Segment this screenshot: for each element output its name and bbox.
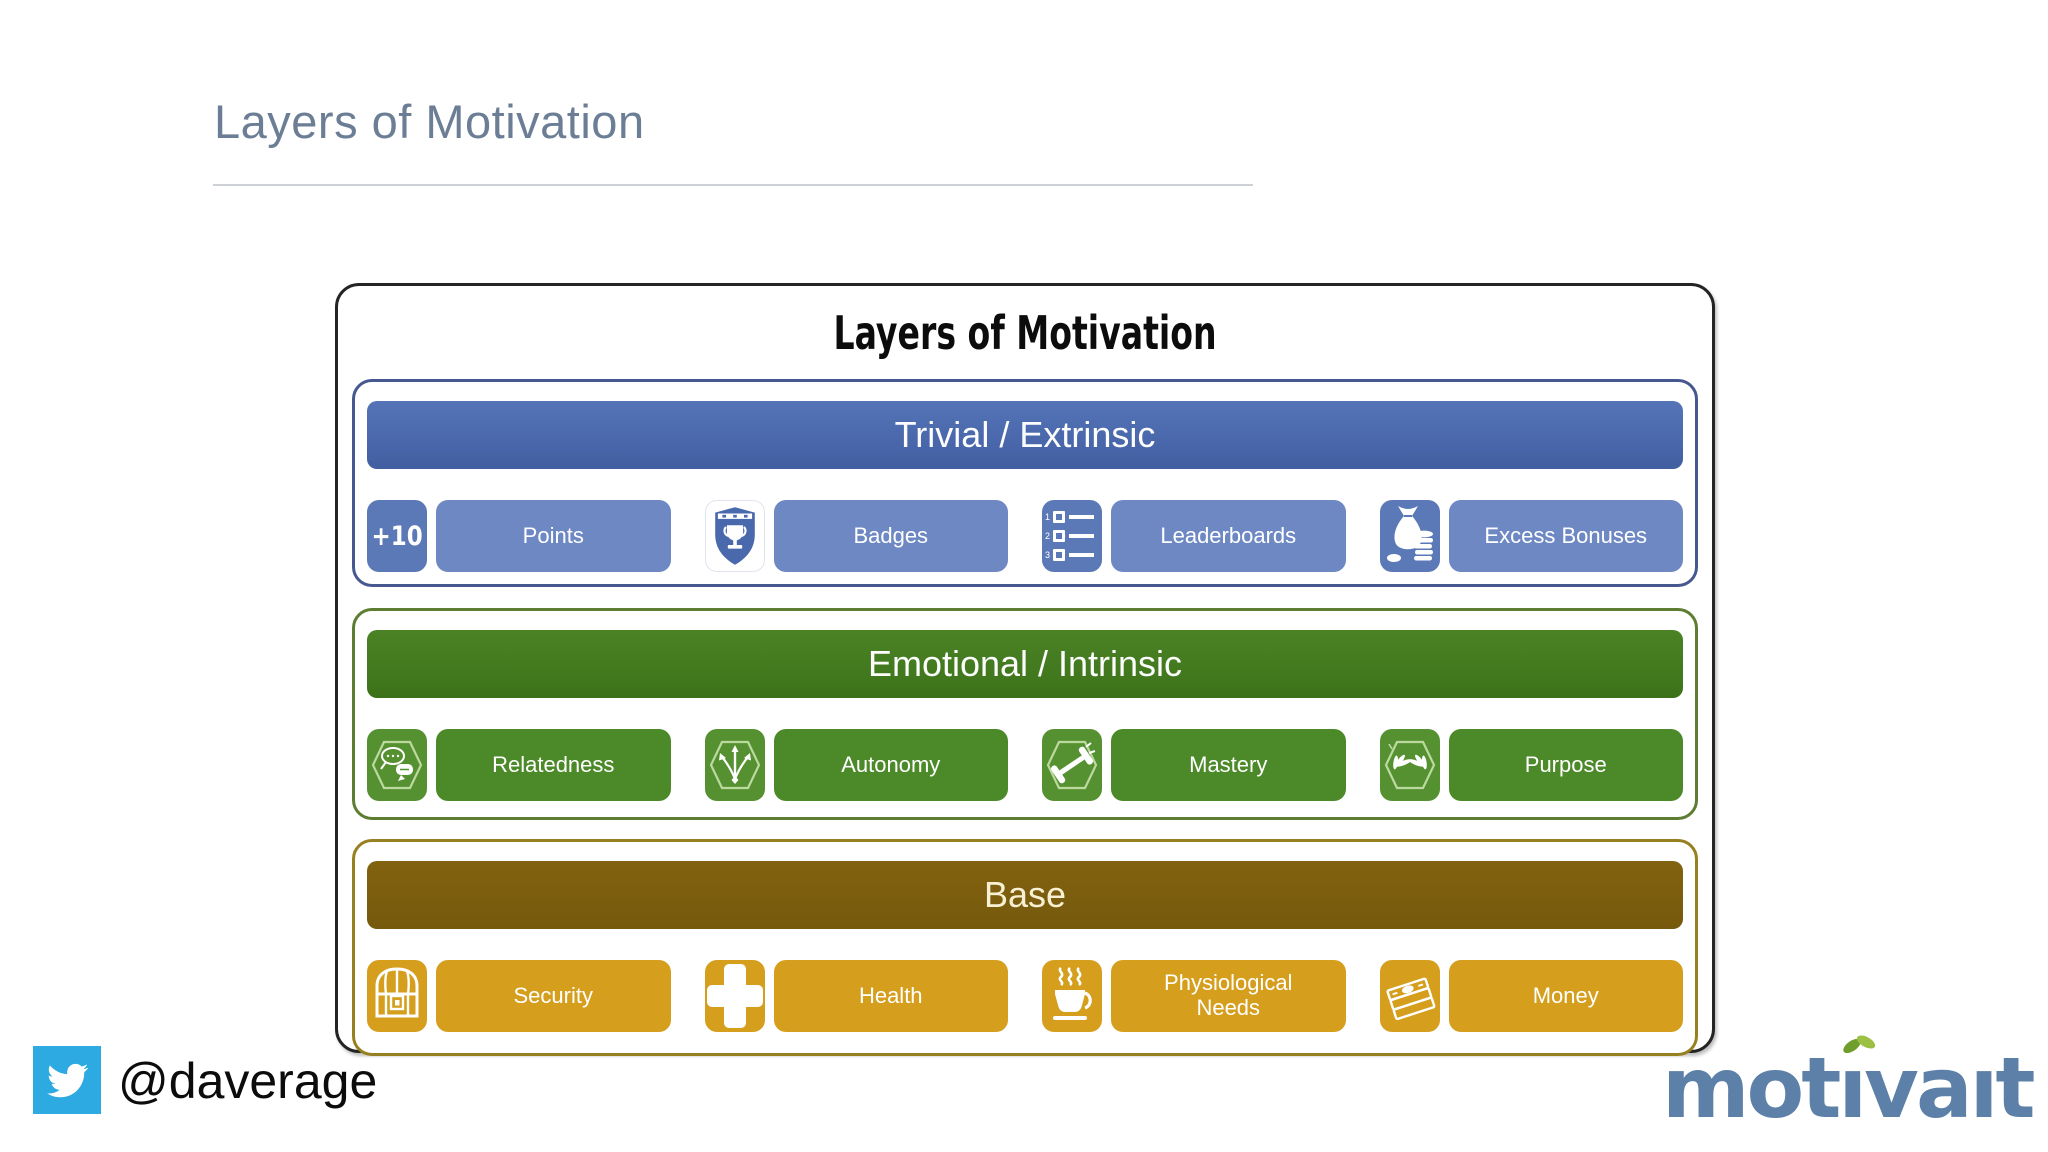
item-security: Security	[367, 960, 671, 1032]
item-points: +10 Points	[367, 500, 671, 572]
layer-base: Base Security	[352, 839, 1698, 1056]
purpose-label: Purpose	[1448, 729, 1683, 801]
money-label: Money	[1448, 960, 1683, 1032]
banknotes-icon	[1379, 960, 1440, 1032]
slide-title: Layers of Motivation	[214, 95, 645, 148]
branching-arrows-hex-icon	[704, 729, 765, 801]
medical-cross-icon	[704, 960, 765, 1032]
mastery-label: Mastery	[1111, 729, 1346, 801]
layer-header-base: Base	[367, 861, 1683, 929]
item-row-emotional: Relatedness	[367, 729, 1683, 801]
item-purpose: Purpose	[1379, 729, 1683, 801]
leaf-icon	[1838, 1028, 1882, 1058]
money-bag-coins-icon	[1379, 500, 1440, 572]
treasure-chest-icon	[367, 960, 427, 1032]
autonomy-label: Autonomy	[773, 729, 1008, 801]
twitter-bird-icon	[33, 1046, 101, 1114]
item-excess-bonuses: Excess Bonuses	[1379, 500, 1683, 572]
relatedness-label: Relatedness	[436, 729, 671, 801]
physiological-needs-label: Physiological Needs	[1111, 960, 1346, 1032]
item-money: Money	[1379, 960, 1683, 1032]
hands-release-hex-icon	[1379, 729, 1440, 801]
item-health: Health	[704, 960, 1008, 1032]
item-physiological-needs: Physiological Needs	[1042, 960, 1346, 1032]
speech-bubbles-hex-icon	[367, 729, 427, 801]
excess-bonuses-label: Excess Bonuses	[1448, 500, 1683, 572]
svg-text:2: 2	[1045, 531, 1050, 541]
item-badges: Badges	[704, 500, 1008, 572]
layer-trivial-extrinsic: Trivial / Extrinsic +10 Points	[352, 379, 1698, 587]
plus-ten-icon: +10	[367, 500, 427, 572]
coffee-cup-icon	[1042, 960, 1102, 1032]
item-relatedness: Relatedness	[367, 729, 671, 801]
item-row-base: Security Health	[367, 960, 1683, 1032]
layer-header-emotional-intrinsic: Emotional / Intrinsic	[367, 630, 1683, 698]
dumbbell-hex-icon	[1042, 729, 1102, 801]
motivait-logo: motıvaıt	[1662, 1035, 2036, 1137]
svg-text:1: 1	[1045, 512, 1050, 522]
twitter-handle: @daverage	[118, 1053, 378, 1109]
health-label: Health	[773, 960, 1008, 1032]
layer-header-trivial-extrinsic: Trivial / Extrinsic	[367, 401, 1683, 469]
leaderboards-label: Leaderboards	[1111, 500, 1346, 572]
title-divider	[213, 184, 1253, 186]
motivait-logo-text: motıvaıt	[1662, 1039, 2036, 1137]
layers-of-motivation-diagram: Layers of Motivation Trivial / Extrinsic…	[335, 283, 1715, 1056]
item-mastery: Mastery	[1042, 729, 1346, 801]
svg-text:3: 3	[1045, 550, 1050, 560]
ranked-list-icon: 1 2 3	[1042, 500, 1102, 572]
item-autonomy: Autonomy	[704, 729, 1008, 801]
security-label: Security	[436, 960, 671, 1032]
diagram-title: Layers of Motivation	[833, 306, 1217, 360]
points-label: Points	[436, 500, 671, 572]
trophy-shield-icon	[704, 500, 765, 572]
layer-emotional-intrinsic: Emotional / Intrinsic	[352, 608, 1698, 820]
item-leaderboards: 1 2 3	[1042, 500, 1346, 572]
badges-label: Badges	[773, 500, 1008, 572]
item-row-trivial: +10 Points	[367, 500, 1683, 572]
